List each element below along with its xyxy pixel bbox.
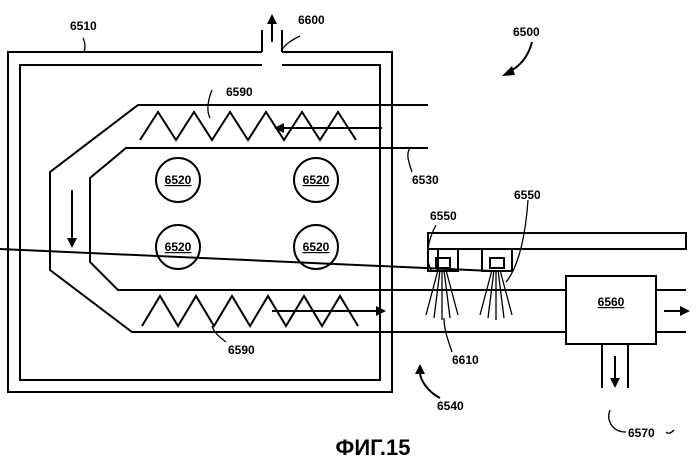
heater-6520-bottom-left: 6520 bbox=[156, 225, 200, 269]
u-tube bbox=[50, 105, 428, 332]
heater-6520-top-right: 6520 bbox=[294, 158, 338, 202]
flow-arrow-left bbox=[67, 190, 77, 248]
label-6590-top: 6590 bbox=[226, 85, 253, 99]
spray-left bbox=[426, 270, 458, 320]
heater-label: 6520 bbox=[303, 240, 330, 254]
label-6610: 6610 bbox=[452, 353, 479, 367]
enclosure-walls bbox=[8, 52, 392, 392]
unit-label: 6560 bbox=[598, 295, 625, 309]
spray-right bbox=[480, 270, 512, 320]
heater-6520-top-left: 6520 bbox=[156, 158, 200, 202]
heater-label: 6520 bbox=[165, 240, 192, 254]
injector-rail bbox=[428, 233, 686, 249]
label-6550-right: 6550 bbox=[514, 188, 541, 202]
heater-label: 6520 bbox=[303, 173, 330, 187]
label-6550-left: 6550 bbox=[430, 209, 457, 223]
label-6510: 6510 bbox=[70, 19, 97, 33]
coil-top bbox=[140, 112, 356, 140]
system-arrow bbox=[502, 42, 532, 76]
label-6590-bottom: 6590 bbox=[228, 343, 255, 357]
label-6530: 6530 bbox=[412, 173, 439, 187]
unit-outlet bbox=[656, 290, 690, 332]
outlet-arrow bbox=[415, 364, 440, 398]
label-6500: 6500 bbox=[513, 25, 540, 39]
figure-caption: ФИГ.15 bbox=[336, 435, 411, 460]
leader-lines bbox=[83, 36, 674, 433]
label-6540: 6540 bbox=[437, 399, 464, 413]
drain-6570 bbox=[602, 344, 628, 388]
label-6600: 6600 bbox=[298, 13, 325, 27]
unit-6560: 6560 bbox=[566, 276, 656, 344]
flue-outlet bbox=[262, 14, 282, 52]
label-6570: 6570 bbox=[628, 426, 655, 440]
heater-label: 6520 bbox=[165, 173, 192, 187]
